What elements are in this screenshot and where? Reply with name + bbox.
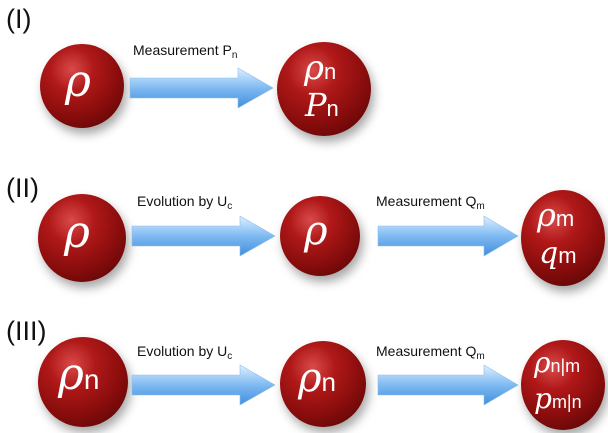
arrow-measurement-p bbox=[129, 67, 274, 109]
state-sphere-rho: ρ bbox=[40, 44, 124, 128]
state-sphere-rho-m-q-m: ͠ ρm qm bbox=[521, 190, 605, 286]
step-label-evolution-u: Evolution by Uc bbox=[137, 193, 233, 212]
state-sphere-rho: ρ bbox=[38, 194, 126, 282]
arrow-measurement-q bbox=[377, 215, 519, 257]
p-m-given-n-symbol: pm|n bbox=[534, 382, 582, 415]
panel-label-iii: (III) bbox=[6, 316, 47, 346]
arrow-evolution-u bbox=[131, 364, 276, 406]
rho-n-symbol: ρn bbox=[304, 48, 337, 88]
step-label-measurement-q: Measurement Qm bbox=[376, 193, 485, 212]
rho-tilde-symbol: ρ bbox=[304, 208, 328, 254]
rho-symbol: ρ bbox=[65, 56, 91, 107]
rho-n-tilde-symbol: ρn bbox=[298, 355, 336, 401]
step-label-evolution-u: Evolution by Uc bbox=[137, 343, 233, 362]
rho-n-given-m-symbol: ρn|m bbox=[534, 346, 581, 379]
panel-label-ii: (II) bbox=[6, 173, 39, 203]
state-sphere-rho-n: ρn bbox=[38, 337, 128, 427]
state-sphere-rho-n-tilde: ͠ ρn bbox=[280, 341, 366, 427]
step-label-measurement-q: Measurement Qm bbox=[376, 343, 485, 362]
state-sphere-rho-tilde: ͠ ρ bbox=[280, 196, 360, 276]
state-sphere-rho-nm-p-mn: ͠ ρn|m pm|n bbox=[521, 340, 605, 430]
state-sphere-rho-n-p-n: ρn Pn bbox=[277, 42, 371, 136]
q-m-symbol: qm bbox=[539, 236, 577, 271]
step-label-measurement-p: Measurement Pn bbox=[133, 42, 238, 61]
arrow-evolution-u bbox=[131, 215, 276, 257]
rho-m-tilde-symbol: ρm bbox=[537, 196, 575, 234]
rho-n-symbol: ρn bbox=[58, 349, 100, 400]
rho-symbol: ρ bbox=[64, 207, 90, 258]
p-n-symbol: Pn bbox=[305, 86, 339, 124]
arrow-measurement-q bbox=[377, 364, 519, 406]
panel-label-i: (I) bbox=[6, 4, 32, 34]
